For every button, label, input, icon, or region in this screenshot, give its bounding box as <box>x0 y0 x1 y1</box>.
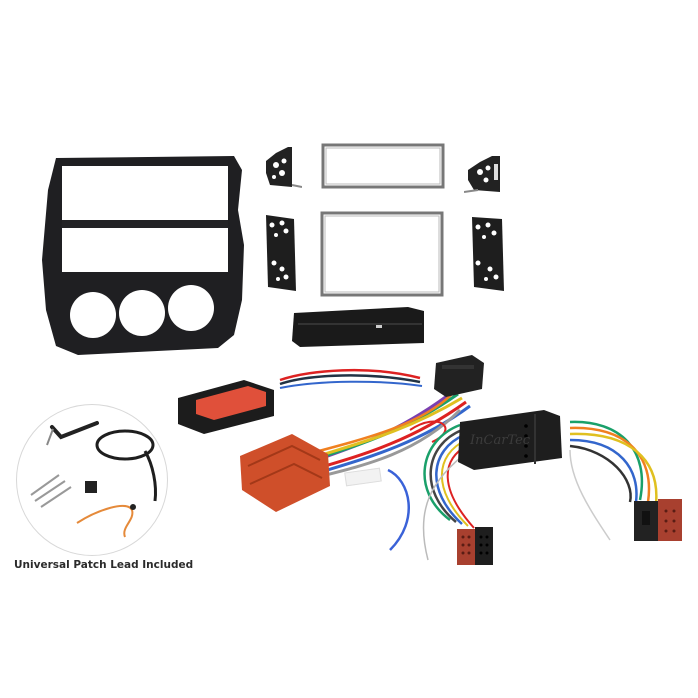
active-system-adapter: InCarTec <box>456 408 564 472</box>
double-din-cage-frame <box>320 211 444 297</box>
iso-connector-pair-right <box>634 497 684 543</box>
steering-control-interface <box>174 376 278 436</box>
side-bracket-large-left <box>264 213 298 293</box>
patch-lead-inset <box>16 404 168 556</box>
side-bracket-large-right <box>470 215 506 295</box>
storage-pocket <box>288 303 428 349</box>
side-bracket-small-right <box>464 150 508 196</box>
iso-plug-top <box>432 353 486 399</box>
patch-lead-caption: Universal Patch Lead Included <box>14 559 194 571</box>
vehicle-harness-connector <box>236 428 336 518</box>
iso-connector-pair-left <box>457 523 493 567</box>
single-din-cage-frame <box>321 143 445 189</box>
double-din-facia <box>38 150 248 360</box>
side-bracket-small-left <box>262 143 302 191</box>
interface-brand-label: InCarTec <box>469 433 531 448</box>
